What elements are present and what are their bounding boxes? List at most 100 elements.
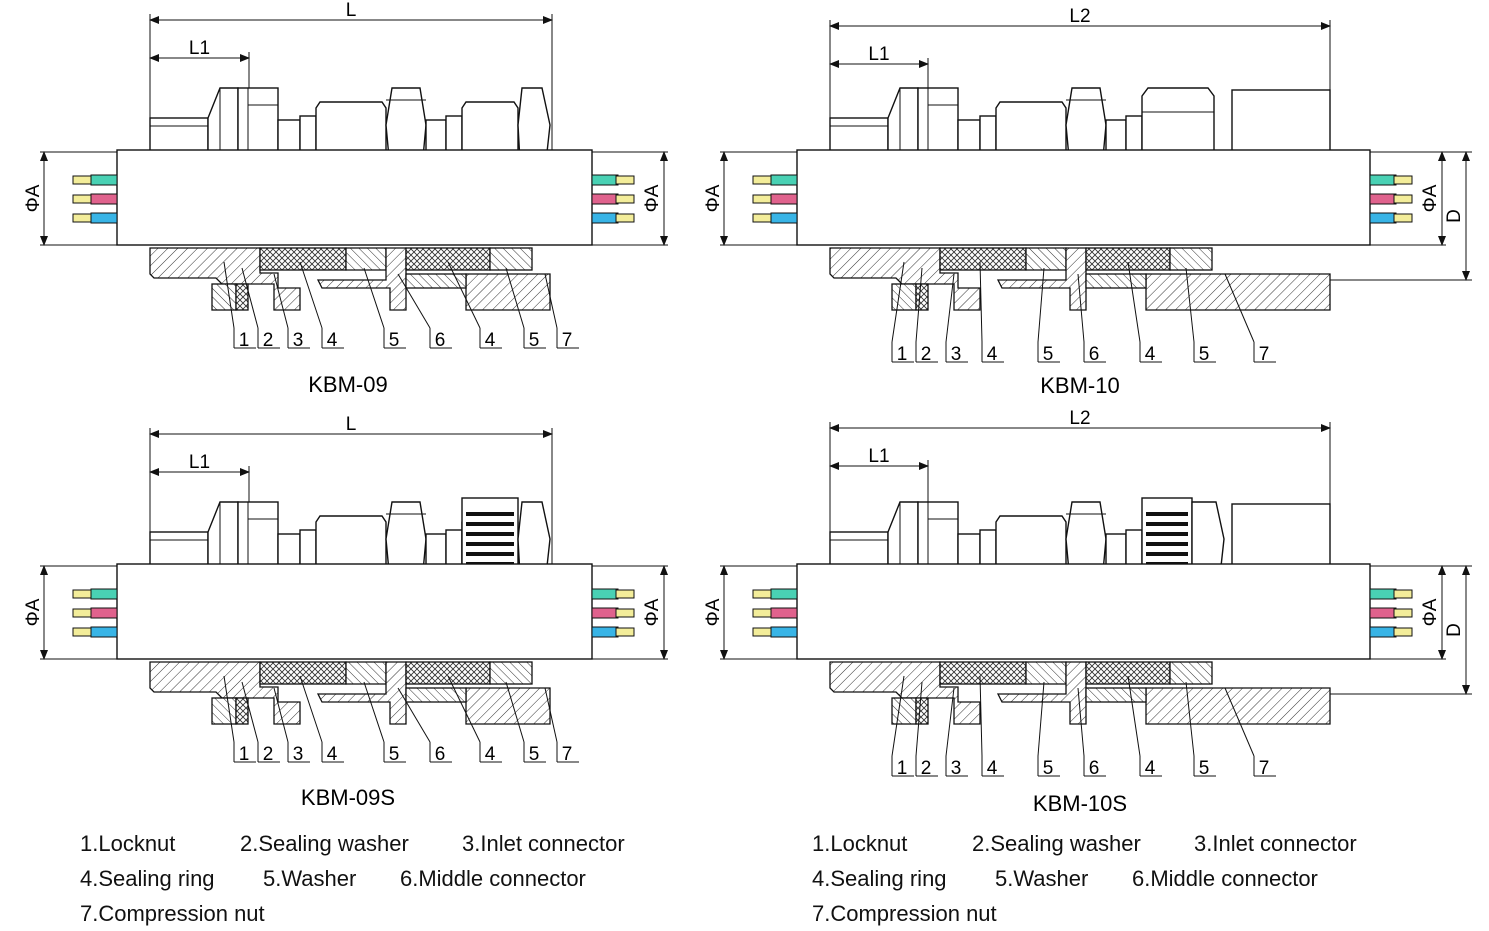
part-number: 4 [1145,344,1156,365]
locknut-section [211,697,237,725]
model-label: KBM-10S [1033,791,1127,816]
wire-insulation [770,212,798,224]
callout-leader [1185,267,1195,343]
part-number: 7 [562,744,573,765]
part-number: 2 [921,344,932,365]
part-number: 4 [327,744,338,765]
callout-leader [979,261,983,343]
part-number: 3 [293,330,304,351]
part-number: 2 [921,758,932,779]
locknut-section [891,283,917,311]
callout-leader [544,273,558,329]
part-number: 5 [529,330,540,351]
part-number: 5 [389,744,400,765]
part-number: 2 [263,330,274,351]
middle-thread-section [405,687,467,703]
inlet-section [829,661,981,725]
inlet-section [149,247,301,311]
locknut-section [891,697,917,725]
locknut-section [211,283,237,311]
part-number: 7 [562,330,573,351]
diameter-label-left: ΦA [23,184,44,212]
diameter-label-right: ΦA [642,598,663,626]
inlet-section [149,661,301,725]
legend-item-inlet-connector: 3.Inlet connector [462,831,625,856]
callout-leader [273,687,289,743]
legend-item-locknut: 1.Locknut [812,831,908,856]
part-number: 1 [239,744,250,765]
wire-insulation [770,174,798,186]
callout-leader [1037,681,1045,757]
callout-leader [447,675,481,743]
callout-leader [979,675,983,757]
part-number: 4 [485,744,496,765]
washer-section [489,661,533,685]
callout-leader [891,261,905,343]
length-label: L [346,0,357,21]
wire-insulation [770,193,798,205]
callout-leader [915,681,923,757]
callout-leader [223,261,235,329]
washer-section [235,283,249,311]
callout-leader [505,267,525,329]
middle-thread-section [405,273,467,289]
callout-leader [241,267,259,329]
wire-insulation [770,607,798,619]
legend-item-inlet-connector: 3.Inlet connector [1194,831,1357,856]
diameter-label-right: ΦA [642,184,663,212]
wire-insulation [90,588,118,600]
diameter-label-right: ΦA [1420,184,1441,212]
part-number: 6 [1089,758,1100,779]
wire-tip [615,213,635,223]
wire-tip [1393,608,1413,618]
wire-tip [1393,194,1413,204]
wire-insulation [90,193,118,205]
wire-insulation [770,626,798,638]
part-number: 4 [485,330,496,351]
diameter-label-left: ΦA [703,598,724,626]
wire-tip [1393,627,1413,637]
model-label: KBM-09S [301,785,395,810]
callout-leader [363,681,385,743]
wire-insulation [90,174,118,186]
callout-leader [891,675,905,757]
l1-label: L1 [189,38,210,59]
callout-leader [945,687,955,757]
part-number: 5 [1043,344,1054,365]
l1-label: L1 [189,452,210,473]
wire-tip [1393,213,1413,223]
l1-label: L1 [868,44,889,65]
cable-body [116,563,593,660]
wire-insulation [90,607,118,619]
wire-tip [615,589,635,599]
length-label: L [346,414,357,435]
callout-leader [447,261,481,329]
d-label: D [1444,623,1465,637]
part-number: 4 [327,330,338,351]
washer-section [235,697,249,725]
callout-leader [299,675,323,743]
part-number: 5 [389,330,400,351]
legend-item-sealing-washer: 2.Sealing washer [240,831,409,856]
part-number: 1 [239,330,250,351]
part-number: 3 [951,344,962,365]
callout-leader [1037,267,1045,343]
part-number: 5 [1199,344,1210,365]
part-number: 4 [987,344,998,365]
callout-leader [223,675,235,743]
callout-leader [1224,687,1255,757]
legend-item-middle-connector: 6.Middle connector [400,866,586,891]
part-number: 4 [987,758,998,779]
wire-tip [615,627,635,637]
d-label: D [1444,209,1465,223]
part-number: 6 [435,744,446,765]
callout-leader [241,681,259,743]
part-number: 7 [1259,758,1270,779]
callout-leader [1127,261,1141,343]
legend-item-washer: 5.Washer [995,866,1089,891]
callout-leader [1077,273,1085,343]
part-number: 5 [1199,758,1210,779]
callout-leader [544,687,558,743]
